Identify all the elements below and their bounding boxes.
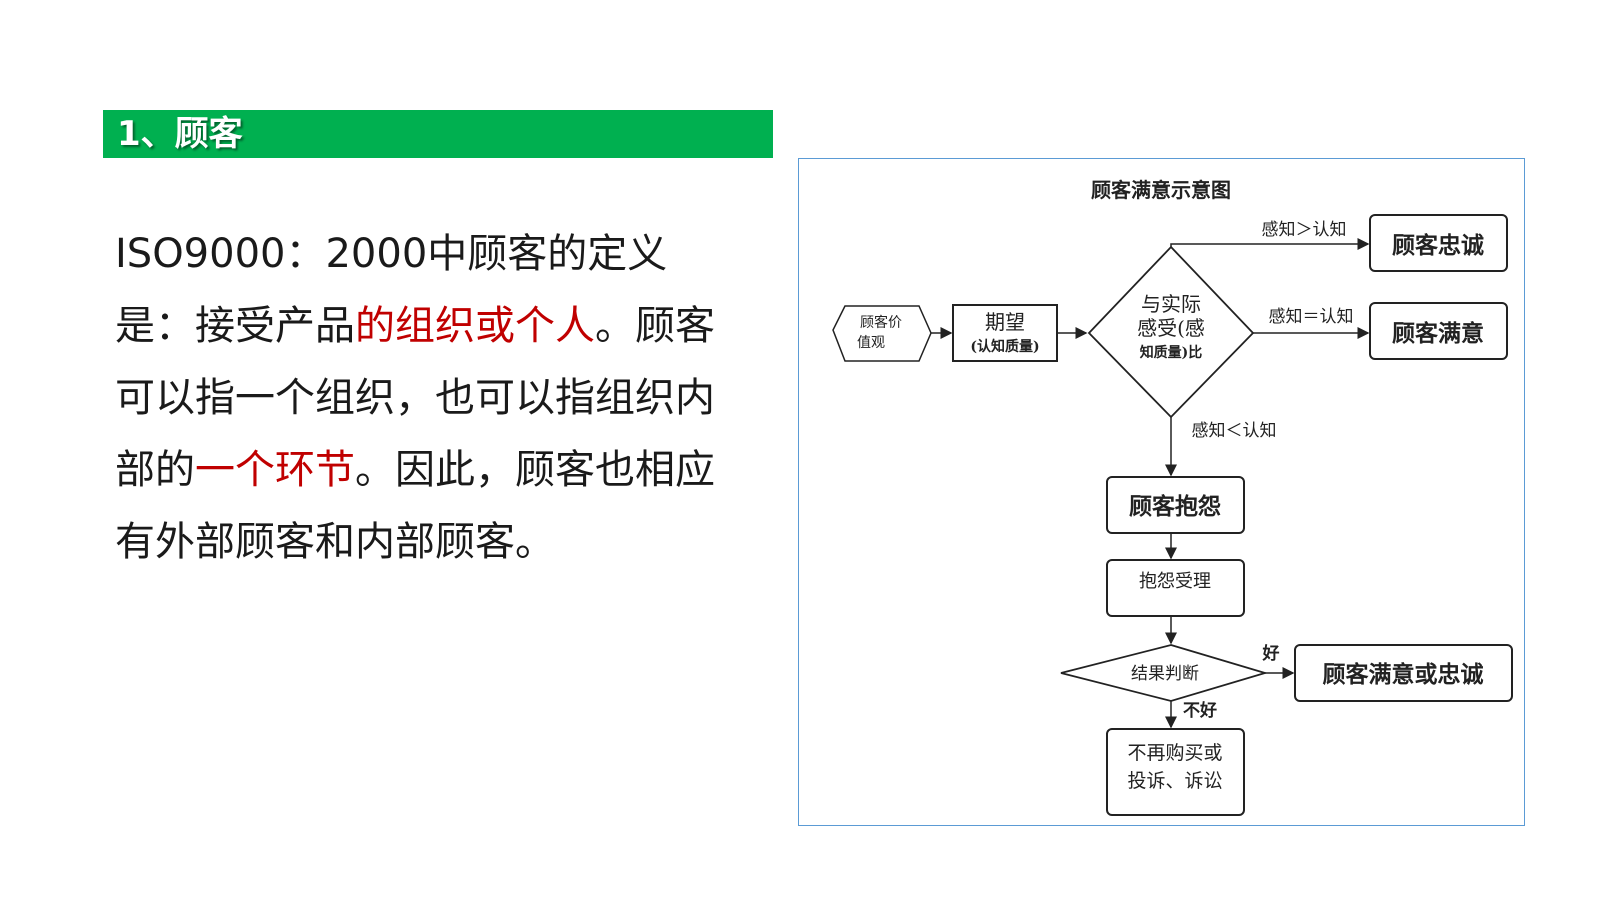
complaint-handling-node — [1106, 559, 1245, 617]
definition-paragraph: ISO9000：2000中顾客的定义是：接受产品的组织或个人。顾客可以指一个组织… — [115, 218, 735, 578]
diagram-title: 顾客满意示意图 — [1091, 178, 1231, 202]
customer-value-label-1: 顾客价 — [860, 314, 902, 331]
customer-satisfaction-diagram: 顾客满意示意图 顾客价 值观 期望 (认知质量) 与实际 感受(感 知质量)比 … — [798, 158, 1525, 826]
satisfied-label: 顾客满意 — [1392, 320, 1484, 347]
result-bad-label-1: 不再购买或 — [1127, 742, 1222, 764]
paragraph-text-3: 。因此，顾客也相应有外部顾客和内部顾客。 — [115, 447, 715, 565]
expectation-sublabel: (认知质量) — [970, 338, 1039, 355]
flowchart-svg: 顾客满意示意图 顾客价 值观 期望 (认知质量) 与实际 感受(感 知质量)比 … — [832, 178, 1513, 816]
expectation-label: 期望 — [985, 310, 1025, 334]
edge-label-good: 好 — [1262, 643, 1280, 664]
compare-label-3: 知质量)比 — [1140, 344, 1203, 361]
result-good-label: 顾客满意或忠诚 — [1323, 661, 1484, 688]
edge-label-equal: 感知＝认知 — [1269, 307, 1354, 327]
customer-value-node — [832, 305, 932, 362]
result-bad-node — [1106, 728, 1245, 816]
result-judgment-label: 结果判断 — [1131, 664, 1199, 684]
edge-compare-to-loyal — [1170, 238, 1370, 250]
paragraph-text-1: ISO9000：2000中顾客的定义是：接受产品 — [115, 231, 668, 349]
complain-label: 顾客抱怨 — [1129, 493, 1221, 520]
compare-label-2: 感受(感 — [1137, 316, 1205, 340]
expectation-node — [952, 304, 1058, 362]
section-header-bar: 1、顾客 — [103, 110, 773, 158]
result-bad-label-2: 投诉、诉讼 — [1127, 770, 1222, 792]
complain-node — [1106, 476, 1245, 534]
edge-label-bad: 不好 — [1183, 700, 1217, 721]
highlight-organization-or-individual: 的组织或个人 — [355, 303, 595, 349]
highlight-one-link: 一个环节 — [195, 447, 355, 493]
paragraph-text-2: 。顾客可以指一个组织，也可以指组织内部的 — [115, 303, 715, 493]
customer-value-label-2: 值观 — [857, 335, 885, 351]
compare-label-1: 与实际 — [1141, 292, 1201, 316]
loyal-node — [1369, 214, 1508, 272]
loyal-label: 顾客忠诚 — [1392, 232, 1484, 259]
complaint-handling-label: 抱怨受理 — [1139, 571, 1211, 592]
satisfied-node — [1369, 302, 1508, 360]
result-good-node — [1294, 644, 1513, 702]
section-title: 1、顾客 — [117, 114, 243, 154]
edge-label-less: 感知＜认知 — [1192, 421, 1277, 441]
edge-label-greater: 感知＞认知 — [1262, 220, 1347, 240]
